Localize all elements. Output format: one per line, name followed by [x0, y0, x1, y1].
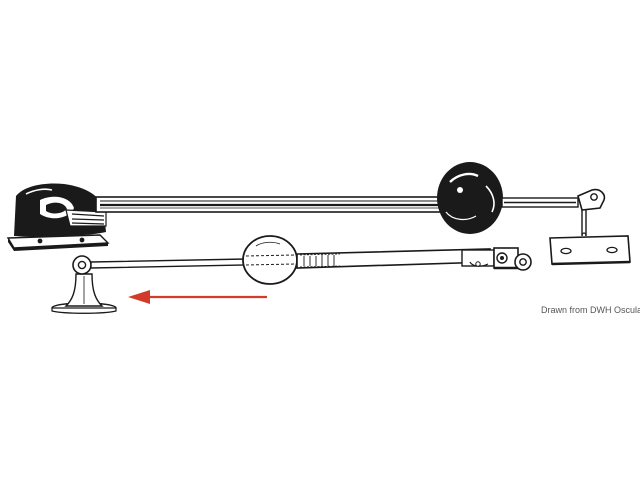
upper-ball-knob: [437, 162, 503, 234]
direction-arrow: [128, 290, 267, 304]
lower-collar: [461, 249, 495, 267]
lower-outer-rod: [90, 258, 247, 269]
lower-ball-knob: [242, 235, 298, 285]
upper-hinge-body: [14, 183, 107, 237]
upper-inner-rod: [501, 197, 579, 208]
upper-end-plate: [549, 232, 631, 266]
upper-end-clevis: [577, 188, 606, 236]
lower-pedestal-foot: [51, 273, 117, 314]
upper-stay-assembly: [6, 162, 631, 266]
lower-end-clevis: [493, 247, 532, 271]
credit-text: Drawn from DWH Osculati SpA: [541, 305, 640, 315]
lower-eye-joint: [72, 255, 92, 275]
upper-tube: [95, 196, 443, 213]
lower-stay-assembly: [51, 235, 532, 314]
upper-base-plate: [6, 234, 110, 251]
lower-threaded-tube: [296, 248, 491, 269]
